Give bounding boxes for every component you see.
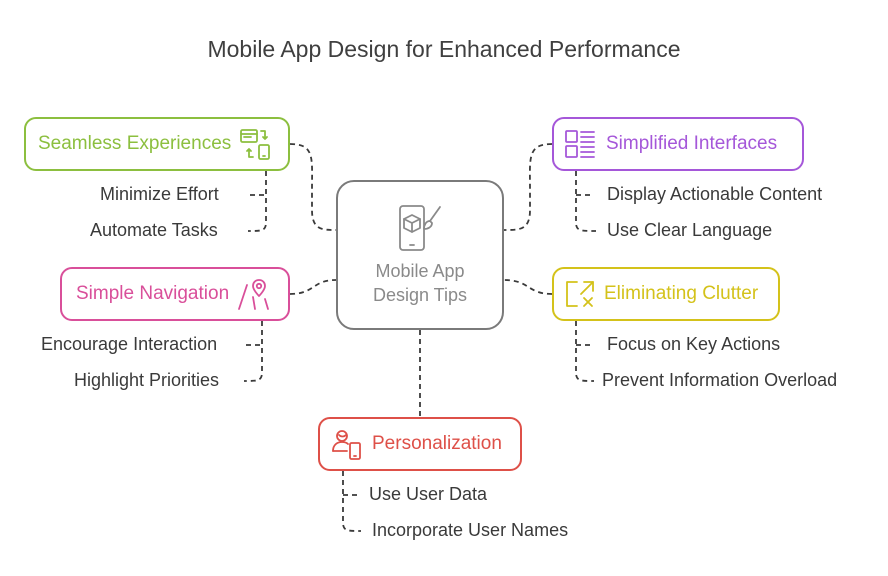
diagram-title: Mobile App Design for Enhanced Performan… (207, 36, 681, 62)
seamless-item-2: Automate Tasks (90, 220, 218, 240)
navigation-item-2: Highlight Priorities (74, 370, 220, 390)
center-label-line2: Design Tips (372, 285, 468, 305)
seamless-experiences-label: Seamless Experiences (38, 133, 232, 154)
node-simple-navigation: Simple Navigation (60, 267, 290, 321)
automation-devices-icon (239, 127, 273, 161)
clutter-item-2: Prevent Information Overload (602, 370, 838, 390)
simplified-interfaces-label: Simplified Interfaces (606, 133, 778, 154)
connector-seamless (289, 143, 337, 231)
phone-3d-brush-icon (394, 203, 446, 253)
expand-close-icon (564, 278, 596, 310)
simplified-item-2: Use Clear Language (607, 220, 773, 240)
simple-navigation-label: Simple Navigation (76, 283, 230, 304)
center-label-line1: Mobile App (375, 261, 465, 281)
personalization-label: Personalization (372, 433, 502, 454)
node-seamless-experiences: Seamless Experiences (24, 117, 290, 171)
eliminating-clutter-label: Eliminating Clutter (604, 283, 759, 304)
connector-navigation (289, 279, 337, 295)
navigation-item-1: Encourage Interaction (41, 334, 218, 354)
personalization-item-1: Use User Data (369, 484, 488, 504)
user-device-icon (330, 427, 364, 461)
map-pin-route-icon (237, 277, 271, 311)
list-layout-icon (564, 128, 596, 160)
seamless-item-1: Minimize Effort (100, 184, 219, 204)
center-node: Mobile App Design Tips (336, 180, 504, 330)
simplified-item-1: Display Actionable Content (607, 184, 823, 204)
clutter-item-1: Focus on Key Actions (607, 334, 781, 354)
connector-simplified (503, 143, 553, 231)
node-personalization: Personalization (318, 417, 522, 471)
node-eliminating-clutter: Eliminating Clutter (552, 267, 780, 321)
personalization-item-2: Incorporate User Names (372, 520, 569, 540)
connector-clutter (503, 279, 553, 295)
node-simplified-interfaces: Simplified Interfaces (552, 117, 804, 171)
